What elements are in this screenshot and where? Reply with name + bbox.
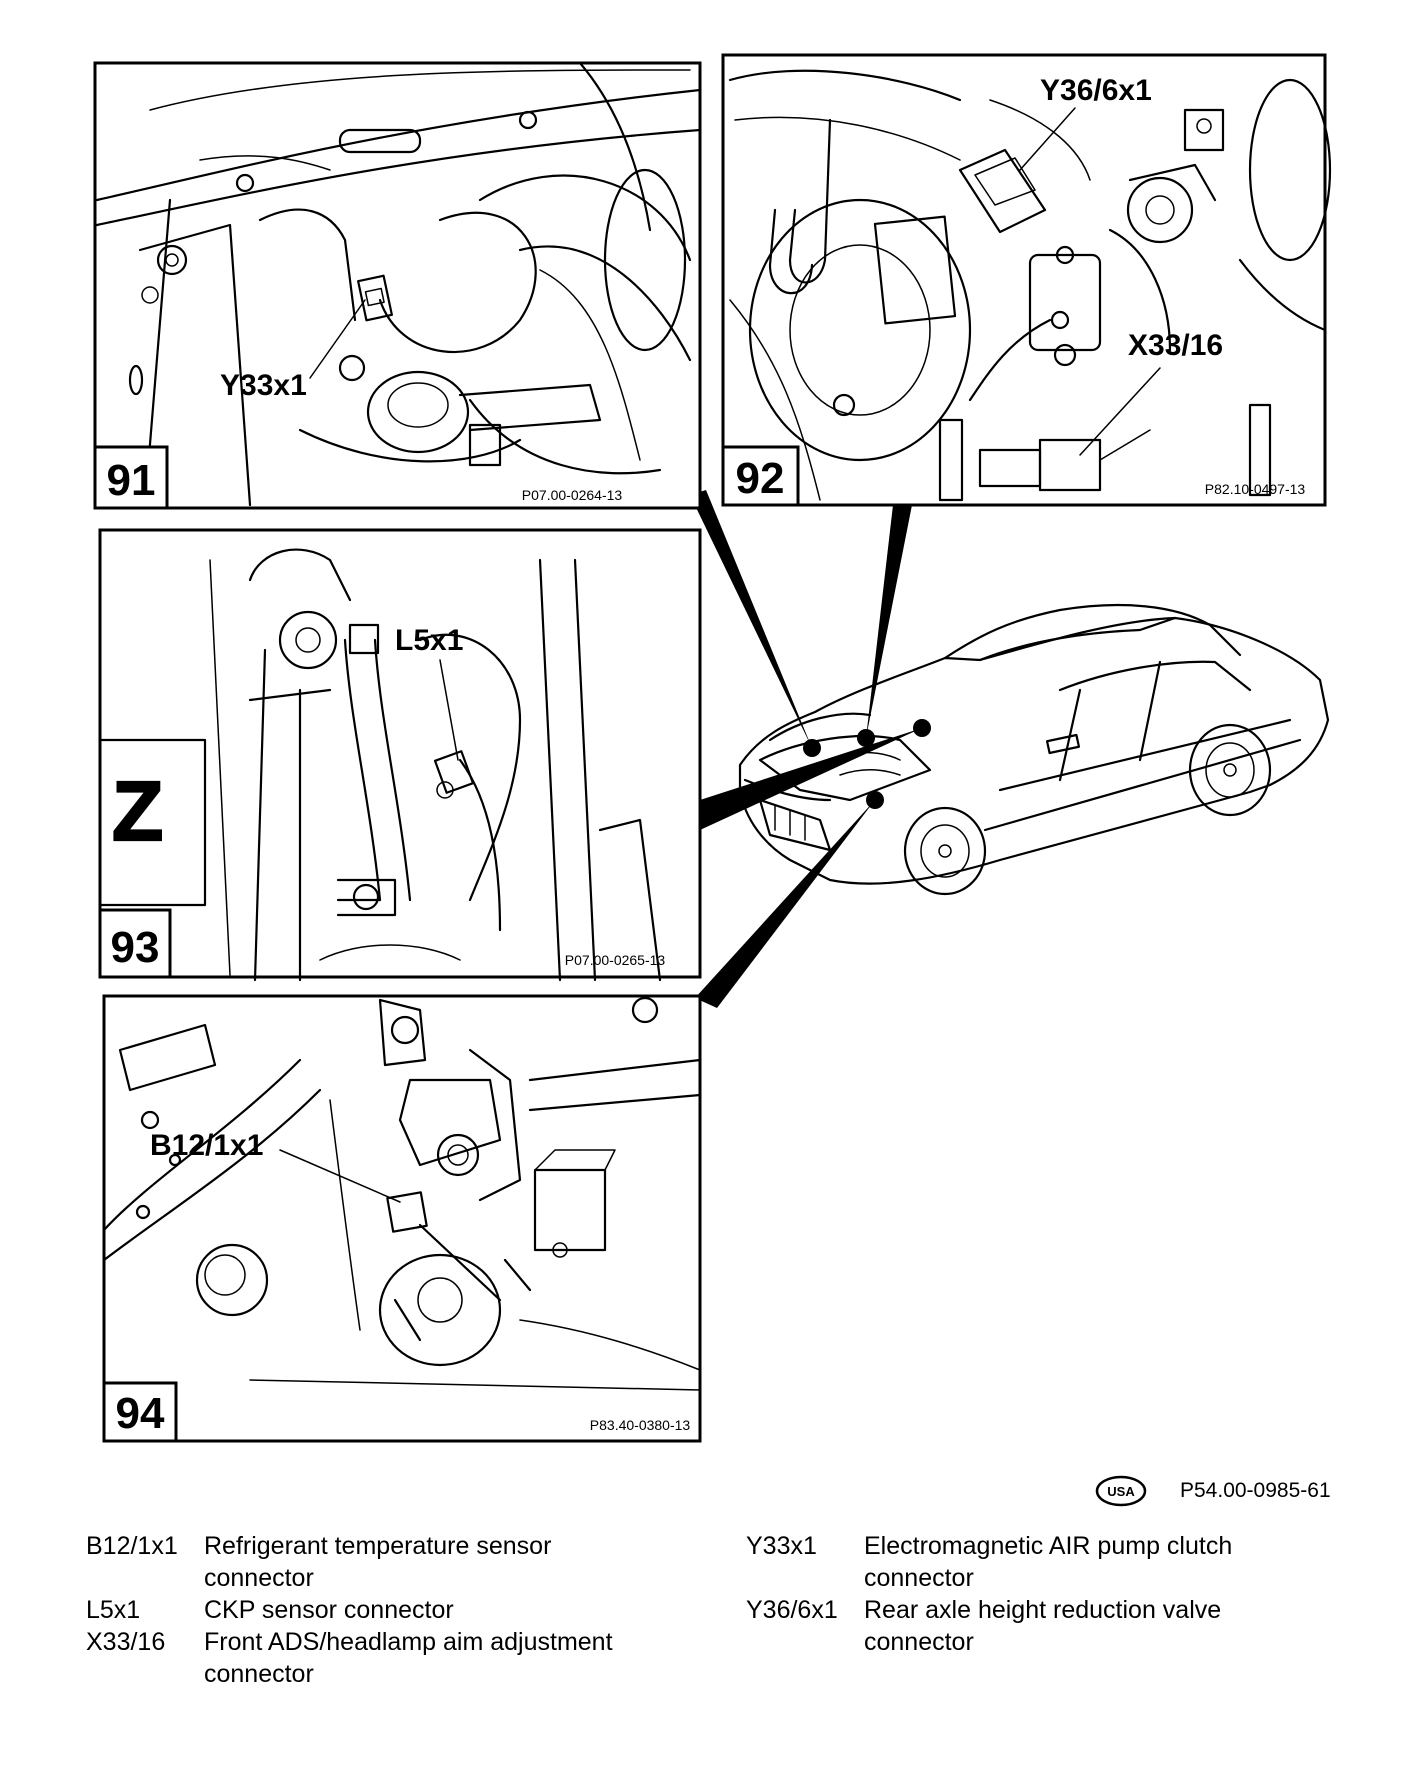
legend-item: X33/16 Front ADS/headlamp aim adjustment… — [86, 1626, 644, 1690]
panel-number-94: 94 — [116, 1389, 165, 1438]
legend-description: Electromagnetic AIR pump clutch connecto… — [864, 1532, 1233, 1592]
panel-93-illustration: Z — [98, 548, 662, 982]
panel-92: Y36/6x1 X33/16 92 P82.10-0497-13 — [721, 53, 1332, 507]
location-dot-93 — [913, 719, 931, 737]
legend-column-right: Y33x1 Electromagnetic AIR pump clutch co… — [746, 1530, 1304, 1658]
leader-y36-6x1 — [1019, 107, 1076, 171]
panel-94: B12/1x1 94 P83.40-0380-13 — [102, 994, 702, 1443]
pointer-wedge-93 — [700, 728, 922, 830]
panel-number-93: 93 — [111, 923, 160, 972]
callout-y36-6x1: Y36/6x1 — [1040, 74, 1152, 107]
callout-x33-16: X33/16 — [1128, 329, 1223, 362]
location-dot-94 — [866, 791, 884, 809]
legend-code: L5x1 — [86, 1596, 141, 1624]
legend-description: Front ADS/headlamp aim adjustment connec… — [204, 1628, 613, 1688]
panel-94-illustration — [102, 996, 702, 1391]
legend-item: L5x1 CKP sensor connector — [86, 1594, 644, 1626]
leader-x33-16 — [1079, 367, 1161, 456]
callout-l5x1: L5x1 — [395, 624, 463, 657]
usa-badge-text: USA — [1107, 1484, 1135, 1499]
panel-92-illustration — [728, 69, 1332, 502]
legend: B12/1x1 Refrigerant temperature sensor c… — [86, 1530, 1326, 1710]
location-dot-92 — [857, 729, 875, 747]
leader-l5x1 — [439, 659, 459, 761]
legend-item: Y33x1 Electromagnetic AIR pump clutch co… — [746, 1530, 1304, 1594]
callout-b12-1x1: B12/1x1 — [150, 1129, 263, 1162]
legend-description: CKP sensor connector — [204, 1596, 454, 1624]
legend-item: Y36/6x1 Rear axle height reduction valve… — [746, 1594, 1304, 1658]
panel-91-illustration — [95, 61, 702, 507]
usa-region-badge: USA — [1095, 1475, 1147, 1507]
callout-y33x1: Y33x1 — [220, 369, 307, 402]
panel-number-91: 91 — [107, 456, 156, 505]
panel-91: Y33x1 91 P07.00-0264-13 — [93, 61, 702, 510]
legend-code: X33/16 — [86, 1628, 166, 1656]
legend-code: Y36/6x1 — [746, 1596, 838, 1624]
pointer-wedge-92 — [866, 505, 912, 738]
panel-number-92: 92 — [736, 454, 785, 503]
pointer-wedges — [690, 490, 922, 1008]
leader-y33x1 — [309, 299, 366, 379]
panel-93: Z L5x1 93 P07.00-0265-13 — [98, 528, 702, 982]
panel-ref-93: P07.00-0265-13 — [565, 952, 666, 968]
panel-93-mark: Z — [112, 764, 163, 858]
panel-ref-94: P83.40-0380-13 — [590, 1417, 691, 1433]
legend-column-left: B12/1x1 Refrigerant temperature sensor c… — [86, 1530, 644, 1690]
legend-description: Rear axle height reduction valve connect… — [864, 1596, 1222, 1656]
legend-code: B12/1x1 — [86, 1532, 178, 1560]
legend-description: Refrigerant temperature sensor connector — [204, 1532, 552, 1592]
legend-code: Y33x1 — [746, 1532, 817, 1560]
location-dot-91 — [803, 739, 821, 757]
legend-item: B12/1x1 Refrigerant temperature sensor c… — [86, 1530, 644, 1594]
pointer-wedge-91 — [690, 490, 812, 748]
pointer-wedge-94 — [695, 800, 875, 1008]
panel-ref-92: P82.10-0497-13 — [1205, 481, 1306, 497]
document-id: P54.00-0985-61 — [1180, 1479, 1331, 1502]
panel-ref-91: P07.00-0264-13 — [522, 487, 623, 503]
leader-b12-1x1 — [279, 1149, 401, 1203]
vehicle-illustration — [738, 603, 1330, 896]
